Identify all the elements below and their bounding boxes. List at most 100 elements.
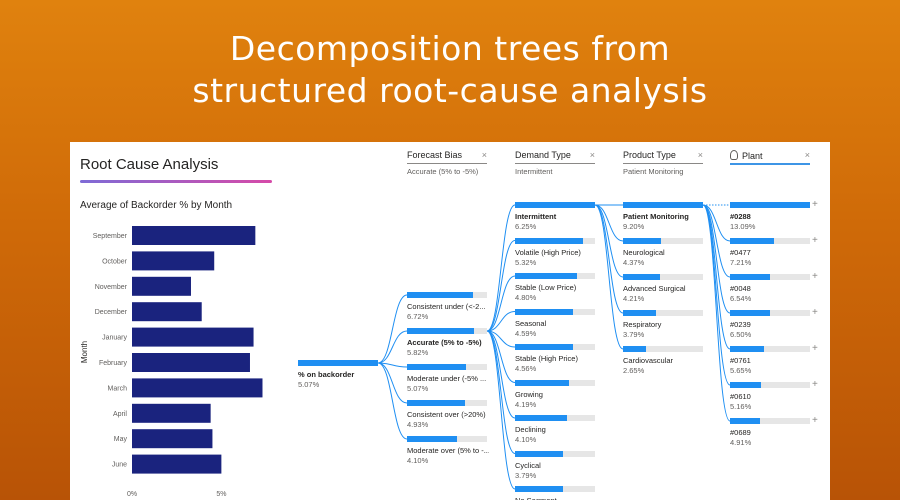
tree-node[interactable]: Consistent under (<-2...6.72% xyxy=(407,292,489,321)
bar[interactable] xyxy=(132,302,202,322)
expand-plus-icon[interactable]: + xyxy=(812,199,818,210)
level-header-text: Plant xyxy=(742,151,763,161)
bar[interactable] xyxy=(132,251,215,271)
bar[interactable] xyxy=(132,327,254,347)
node-value: 4.80% xyxy=(515,293,537,302)
tree-node[interactable]: Volatile (High Price)5.32% xyxy=(515,237,597,267)
tree-node[interactable]: Stable (High Price)4.56% xyxy=(515,344,597,373)
expand-plus-icon[interactable]: + xyxy=(812,235,818,246)
bar[interactable] xyxy=(132,403,211,423)
node-bar-track xyxy=(515,273,595,279)
banner-title-line-1: Decomposition trees from xyxy=(229,29,671,68)
level-header-text: Product Type xyxy=(623,150,676,160)
report-panel: Root Cause Analysis Average of Backorder… xyxy=(70,142,830,500)
close-icon[interactable]: × xyxy=(481,150,487,160)
tree-connector xyxy=(377,362,408,368)
close-icon[interactable]: × xyxy=(589,150,595,160)
node-bar-track xyxy=(515,202,595,208)
y-tick-label: November xyxy=(95,284,128,291)
tree-node[interactable]: Accurate (5% to -5%)5.82% xyxy=(407,328,489,357)
node-bar-fill xyxy=(407,400,465,406)
tree-node[interactable]: No Segment xyxy=(515,486,597,500)
level-header[interactable]: Demand Type×Intermittent xyxy=(515,150,595,176)
level-header-title[interactable]: Demand Type× xyxy=(515,150,595,164)
node-bar-fill xyxy=(515,415,567,421)
node-bar-track xyxy=(730,310,810,316)
tree-connector xyxy=(594,204,624,278)
level-header[interactable]: Forecast Bias×Accurate (5% to -5%) xyxy=(407,150,487,176)
node-bar-fill xyxy=(623,310,656,316)
node-bar-track xyxy=(623,274,703,280)
bar[interactable] xyxy=(132,429,213,449)
lightbulb-icon xyxy=(730,150,738,160)
level-header[interactable]: Plant × xyxy=(730,150,810,168)
node-label: #0239 xyxy=(730,320,751,329)
close-icon[interactable]: × xyxy=(697,150,703,160)
y-tick-label: September xyxy=(93,233,128,240)
level-header-title[interactable]: Product Type × xyxy=(623,150,703,164)
node-value: 4.59% xyxy=(515,328,537,338)
bar[interactable] xyxy=(132,378,263,398)
node-label: Declining xyxy=(515,425,546,434)
node-label: #0288 xyxy=(730,212,751,221)
tree-connector xyxy=(377,330,408,364)
close-icon[interactable]: × xyxy=(804,150,810,160)
bar[interactable] xyxy=(132,276,191,296)
expand-plus-icon[interactable]: + xyxy=(812,379,818,390)
node-bar-fill xyxy=(515,486,563,492)
node-value: 4.10% xyxy=(407,456,429,465)
node-value: 3.79% xyxy=(623,330,645,339)
node-bar-fill xyxy=(515,379,569,386)
level-header-title[interactable]: Forecast Bias× xyxy=(407,150,487,164)
node-value: 5.07% xyxy=(407,384,429,393)
tree-node[interactable]: Consistent over (>20%)4.93% xyxy=(407,400,489,429)
tree-node[interactable]: Moderate over (5% to -...4.10% xyxy=(407,436,489,465)
node-bar-track xyxy=(623,310,703,316)
node-label: Seasonal xyxy=(515,318,547,328)
node-bar-track xyxy=(623,238,703,244)
y-tick-label: February xyxy=(99,360,128,367)
tree-node[interactable]: Moderate under (-5% ...5.07% xyxy=(407,364,489,393)
node-bar-fill xyxy=(730,310,770,316)
node-label: % on backorder xyxy=(298,370,355,379)
tree-connector xyxy=(702,204,731,422)
tree-connector xyxy=(377,362,408,404)
expand-plus-icon[interactable]: + xyxy=(812,343,818,354)
expand-plus-icon[interactable]: + xyxy=(812,307,818,318)
level-header[interactable]: Product Type×Patient Monitoring xyxy=(623,150,703,176)
expand-plus-icon[interactable]: + xyxy=(812,271,818,282)
bar[interactable] xyxy=(132,353,250,372)
node-bar-fill xyxy=(515,450,563,457)
bar[interactable] xyxy=(132,454,222,474)
node-value: 5.32% xyxy=(515,257,537,267)
node-bar-track xyxy=(407,328,487,334)
node-value: 6.50% xyxy=(730,330,752,339)
bar[interactable] xyxy=(132,226,256,245)
expand-plus-icon[interactable]: + xyxy=(812,415,818,426)
tree-node[interactable]: Stable (Low Price)4.80% xyxy=(515,273,597,302)
node-bar-track xyxy=(730,346,810,352)
node-value: 5.82% xyxy=(407,348,429,357)
level-header-title[interactable]: Plant × xyxy=(730,150,810,165)
node-bar-track xyxy=(515,308,595,315)
node-value: 3.79% xyxy=(515,470,537,480)
node-bar-fill xyxy=(730,202,810,208)
